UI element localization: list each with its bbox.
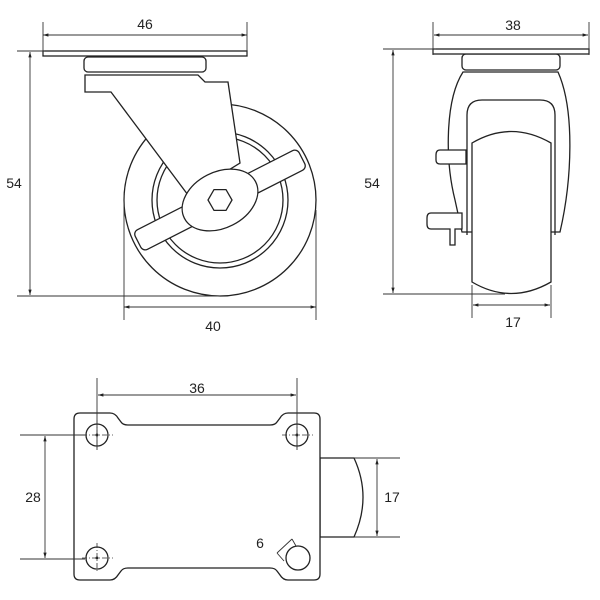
fork-bracket (466, 99, 556, 235)
mount-hole (285, 545, 311, 571)
dim-plate-width: 46 (137, 16, 153, 32)
dim-front-wheel-width: 17 (505, 314, 521, 330)
dim-overall-height: 54 (6, 175, 22, 191)
base-plate (73, 412, 321, 581)
brake-pedal-upper (435, 149, 467, 165)
dim-front-plate-width: 38 (505, 17, 521, 33)
dim-hole-spacing-y: 28 (25, 489, 41, 505)
mount-plate-front (461, 53, 561, 71)
dim-bottom-wheel-width: 17 (384, 489, 400, 505)
wheel-bottom (319, 457, 364, 538)
dim-front-height: 54 (364, 175, 380, 191)
top-plate-front (432, 48, 590, 55)
swivel-leg (84, 74, 241, 196)
front-view: 38 54 17 (364, 17, 590, 330)
dim-hole-diameter: 6 (256, 535, 264, 551)
wheel-front (471, 130, 552, 295)
brake-pedal-lower (426, 212, 463, 246)
dim-wheel-diameter: 40 (205, 318, 221, 334)
mount-plate (83, 56, 207, 73)
side-view: 46 54 40 (6, 16, 317, 334)
axle-hex-nut-icon (207, 188, 233, 212)
dim-hole-spacing-x: 36 (189, 380, 205, 396)
bottom-view: 36 28 17 6 (20, 378, 400, 581)
top-plate (42, 50, 248, 57)
